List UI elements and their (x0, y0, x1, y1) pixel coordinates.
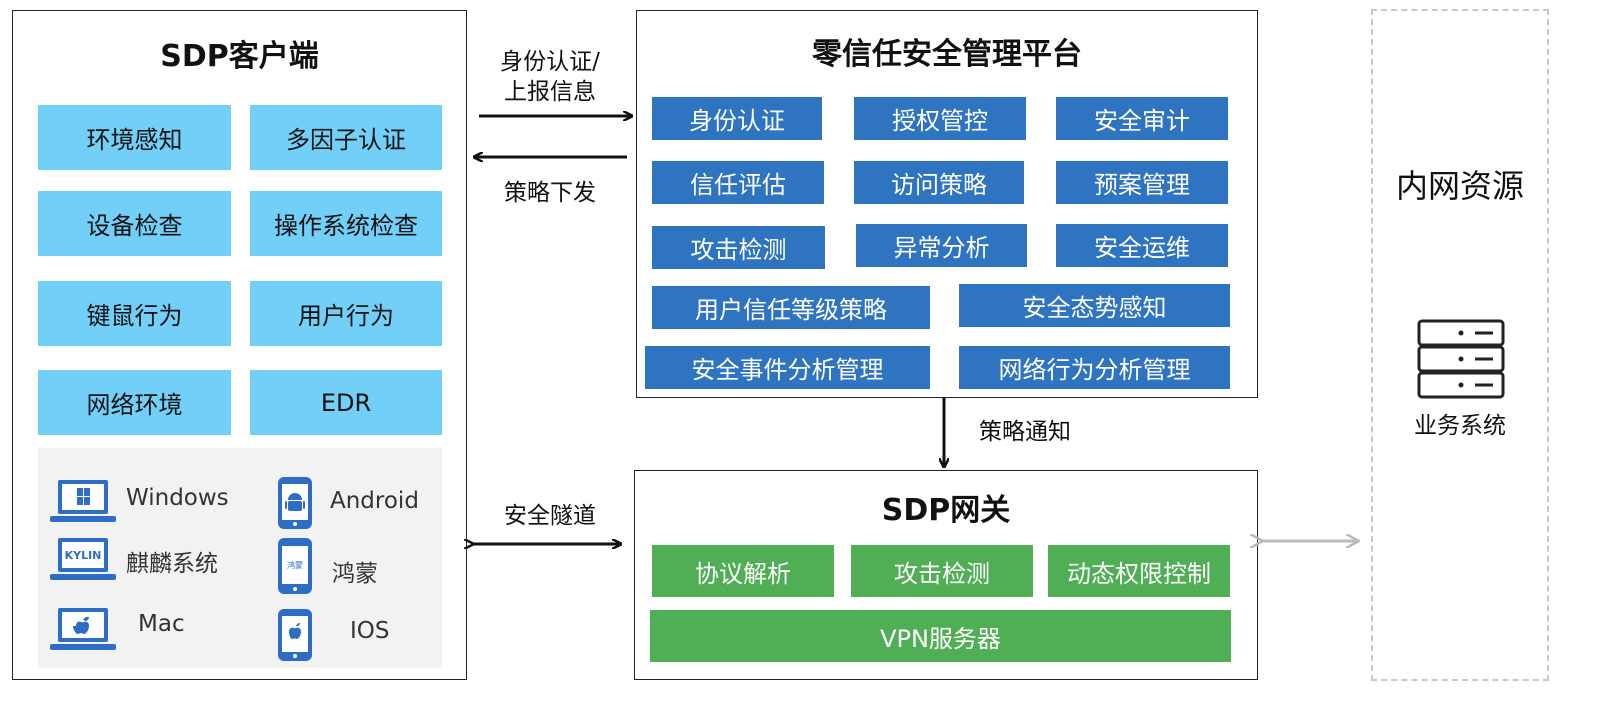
windows-laptop-icon (50, 480, 116, 522)
harmony-logo-text: 鸿蒙 (282, 546, 308, 584)
policy-issue-label: 策略下发 (504, 180, 596, 206)
os-label-ios: IOS (350, 618, 390, 644)
apple-laptop-icon (50, 608, 116, 650)
os-label-android: Android (330, 488, 419, 514)
os-label-kylin: 麒麟系统 (126, 551, 218, 577)
client-feature-user-behavior: 用户行为 (250, 281, 442, 346)
platform-module-authorization: 授权管控 (854, 97, 1026, 140)
platform-module-incident-analysis: 安全事件分析管理 (645, 346, 930, 389)
sdp-gateway-title: SDP网关 (881, 493, 1011, 528)
client-feature-os-check: 操作系统检查 (250, 191, 442, 256)
client-feature-device-check: 设备检查 (38, 191, 231, 256)
server-rack-icon (1417, 319, 1505, 399)
client-feature-edr: EDR (250, 370, 442, 435)
platform-module-anomaly-analysis: 异常分析 (856, 224, 1027, 267)
client-feature-mfa: 多因子认证 (250, 105, 442, 170)
client-feature-env-sensing: 环境感知 (38, 105, 231, 170)
supported-os-area: Windows Android KYLIN 麒麟系统 鸿蒙 鸿蒙 (38, 448, 442, 668)
gateway-module-attack-detect: 攻击检测 (851, 545, 1033, 597)
secure-tunnel-label: 安全隧道 (504, 503, 596, 529)
zero-trust-platform-panel: 零信任安全管理平台 身份认证 授权管控 安全审计 信任评估 访问策略 预案管理 … (636, 10, 1258, 398)
platform-module-contingency: 预案管理 (1056, 161, 1228, 204)
gateway-vpn-server: VPN服务器 (650, 610, 1231, 662)
platform-module-security-ops: 安全运维 (1056, 224, 1228, 267)
platform-module-situation-awareness: 安全态势感知 (959, 284, 1230, 327)
platform-module-attack-detect: 攻击检测 (652, 226, 825, 269)
policy-notify-label: 策略通知 (979, 419, 1071, 445)
apple-phone-icon (278, 609, 312, 661)
platform-module-trust-eval: 信任评估 (652, 161, 824, 204)
business-system-label: 业务系统 (1414, 413, 1506, 439)
sdp-client-title: SDP客户端 (160, 39, 319, 74)
android-phone-icon (278, 477, 312, 529)
harmony-phone-icon: 鸿蒙 (278, 538, 312, 594)
platform-module-network-behavior: 网络行为分析管理 (959, 346, 1230, 389)
gateway-module-protocol-parse: 协议解析 (652, 545, 834, 597)
platform-module-security-audit: 安全审计 (1056, 97, 1228, 140)
client-feature-keyboard-mouse: 键鼠行为 (38, 281, 231, 346)
platform-module-identity-auth: 身份认证 (652, 97, 822, 140)
os-label-harmony: 鸿蒙 (332, 561, 378, 587)
os-label-mac: Mac (138, 611, 185, 637)
sdp-gateway-panel: SDP网关 协议解析 攻击检测 动态权限控制 VPN服务器 (634, 470, 1258, 680)
os-label-windows: Windows (126, 485, 229, 511)
kylin-logo-text: KYLIN (62, 542, 104, 568)
auth-report-label: 身份认证/ 上报信息 (500, 49, 600, 105)
internal-resources-title: 内网资源 (1395, 167, 1524, 205)
client-feature-network-env: 网络环境 (38, 370, 231, 435)
kylin-laptop-icon: KYLIN (50, 536, 116, 582)
zero-trust-platform-title: 零信任安全管理平台 (812, 37, 1082, 72)
sdp-client-panel: SDP客户端 环境感知 多因子认证 设备检查 操作系统检查 键鼠行为 用户行为 … (12, 10, 467, 680)
internal-resources-panel: 内网资源 业务系统 (1371, 9, 1549, 681)
platform-module-trust-level-policy: 用户信任等级策略 (652, 286, 930, 329)
platform-module-access-policy: 访问策略 (854, 161, 1024, 204)
gateway-module-dynamic-permission: 动态权限控制 (1048, 545, 1230, 597)
